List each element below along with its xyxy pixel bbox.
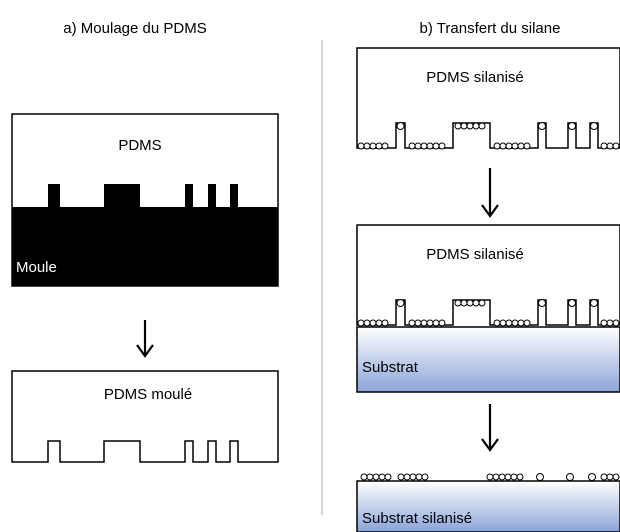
molded-pdms-label: PDMS moulé	[104, 386, 192, 403]
panel-a-title: a) Moulage du PDMS	[63, 20, 206, 37]
pdms-on-mold: PDMS Moule	[11, 113, 279, 287]
molded-pdms: PDMS moulé	[11, 370, 279, 463]
panel-b-title: b) Transfert du silane	[420, 20, 561, 37]
arrow-down-icon	[136, 320, 154, 358]
silanized-pdms-top: PDMS silanisé	[356, 47, 620, 150]
silanized-substrate-label: Substrat silanisé	[362, 510, 472, 527]
mold-label: Moule	[16, 259, 57, 276]
mold-shape	[12, 184, 278, 286]
arrow-down-icon	[481, 168, 499, 218]
silanized-substrate-block	[356, 480, 620, 532]
silanized-pdms-contact-outline	[356, 224, 620, 326]
silane-molecules	[360, 473, 620, 481]
silanized-pdms-top-outline	[356, 47, 620, 149]
arrow-down-icon	[481, 404, 499, 452]
molded-pdms-outline	[11, 370, 279, 463]
silanized-pdms-contact: PDMS silanisé Substrat	[356, 224, 620, 393]
silanized-substrate: Substrat silanisé	[356, 473, 620, 532]
pdms-label: PDMS	[118, 137, 161, 154]
silane-molecules	[357, 299, 620, 327]
substrate-label: Substrat	[362, 359, 419, 376]
silanized-pdms-top-label: PDMS silanisé	[426, 69, 524, 86]
silanized-pdms-contact-label: PDMS silanisé	[426, 246, 524, 263]
substrate-block	[356, 326, 620, 393]
silane-molecules	[357, 122, 620, 150]
